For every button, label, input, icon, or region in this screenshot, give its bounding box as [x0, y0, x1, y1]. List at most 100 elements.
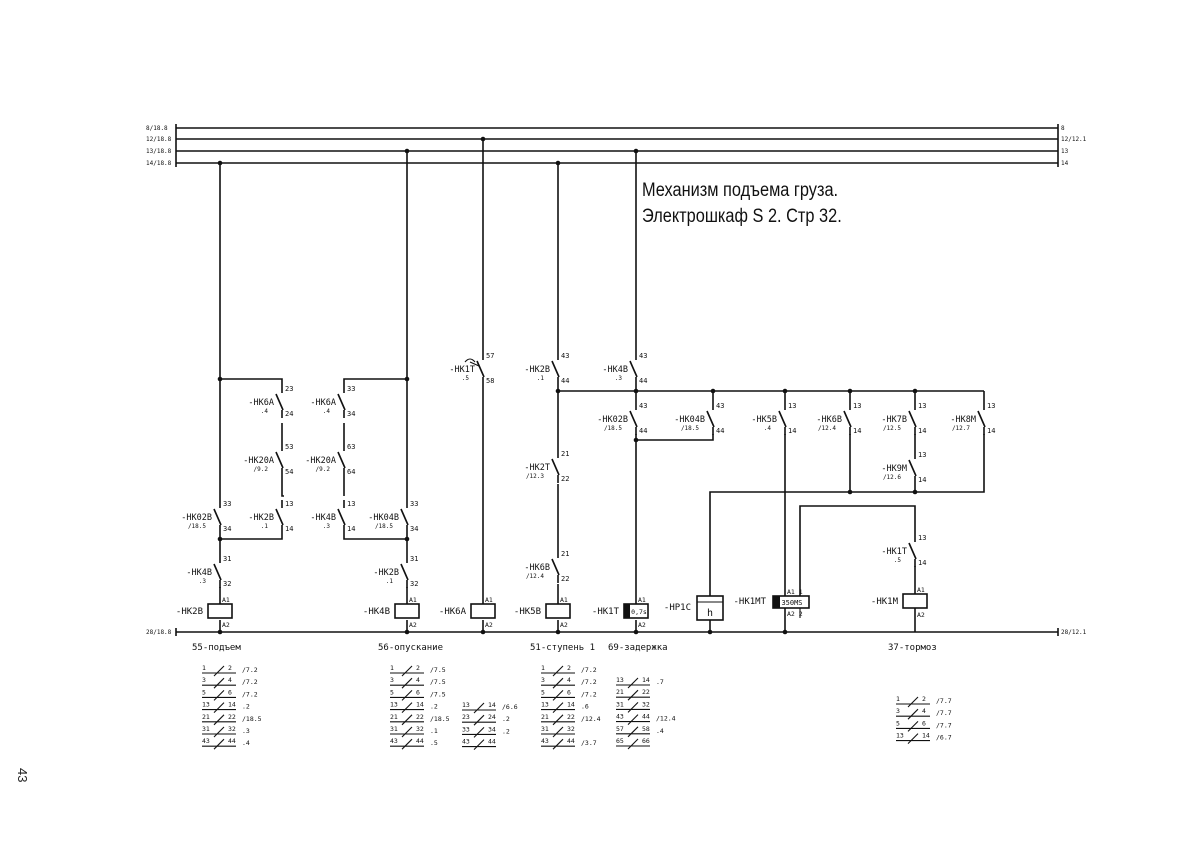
coil-delay-value: 0,7s	[631, 608, 647, 616]
xref-terminal-a: 65	[616, 737, 624, 745]
xref-terminal-b: 58	[642, 725, 650, 733]
xref-terminal-b: 14	[567, 701, 575, 709]
contact-name: -HK4B	[186, 568, 212, 578]
coil-name: -HK1MT	[733, 597, 766, 607]
xref-terminal-b: 14	[488, 701, 496, 709]
contact-name: -HK6A	[248, 398, 274, 408]
xref-terminal-a: 1	[202, 664, 206, 672]
bus-label-right: 14	[1061, 160, 1069, 167]
coil-name: -HK4B	[363, 607, 390, 617]
coil-terminal: A2	[409, 621, 417, 629]
contact-reference: .5	[462, 375, 470, 382]
xref-terminal-b: 44	[567, 737, 575, 745]
xref-reference: .6	[581, 703, 589, 711]
xref-terminal-b: 32	[416, 725, 424, 733]
xref-terminal-b: 44	[488, 738, 496, 746]
contact-reference: .3	[615, 375, 623, 382]
coil-terminal: A2	[222, 621, 230, 629]
xref-reference: /7.2	[581, 690, 597, 698]
coil-terminal: A2 2	[787, 610, 803, 618]
xref-reference: /3.7	[581, 739, 597, 747]
contact-name: -HK5B	[751, 415, 777, 425]
coil-terminal: A2	[560, 621, 568, 629]
terminal-number: 43	[561, 352, 569, 360]
terminal-number: 13	[853, 402, 861, 410]
xref-row: 1 2/7.5	[390, 664, 446, 677]
coil-terminal: A2	[638, 621, 646, 629]
coil-name: -HK5B	[514, 607, 541, 617]
xref-terminal-b: 32	[228, 725, 236, 733]
terminal-number: 14	[918, 559, 926, 567]
terminal-number: 23	[285, 385, 293, 393]
xref-reference: .2	[242, 703, 250, 711]
coil-terminal: A1 1	[787, 588, 803, 596]
contact-reference: /18.5	[375, 523, 393, 530]
xref-reference: /7.5	[430, 666, 446, 674]
terminal-number: 53	[285, 443, 293, 451]
contact-name: -HK1T	[881, 547, 907, 557]
bus-label-right: 28/12.1	[1061, 629, 1087, 636]
coil-terminal: A1	[638, 596, 646, 604]
xref-terminal-b: 14	[642, 676, 650, 684]
xref-terminal-a: 13	[202, 701, 210, 709]
contact-name: -HK20A	[243, 456, 274, 466]
terminal-number: 58	[486, 377, 494, 385]
xref-terminal-a: 57	[616, 725, 624, 733]
terminal-number: 13	[918, 534, 926, 542]
xref-terminal-b: 4	[567, 676, 571, 684]
xref-reference: /6.6	[502, 703, 518, 711]
coil-name: -HK2B	[176, 607, 203, 617]
contact-reference: /18.5	[188, 523, 206, 530]
circuit-label-delay: 69-задержка	[608, 643, 668, 653]
circuit-labels: 55-подъем 56-опускание 51-ступень 1 69-з…	[192, 643, 937, 653]
xref-terminal-a: 5	[541, 688, 545, 696]
xref-terminal-b: 44	[416, 737, 424, 745]
contact-reference: /12.3	[526, 473, 544, 480]
terminal-number: 63	[347, 443, 355, 451]
contact-name: -HK6B	[524, 563, 550, 573]
bus-label-right: 13	[1061, 148, 1069, 155]
xref-terminal-a: 13	[390, 701, 398, 709]
xref-terminal-a: 1	[390, 664, 394, 672]
xref-terminal-b: 2	[416, 664, 420, 672]
xref-reference: .2	[502, 715, 510, 723]
terminal-number: 43	[639, 352, 647, 360]
contact-name: -HK2B	[524, 365, 550, 375]
xref-terminal-b: 24	[488, 713, 496, 721]
coil-terminal: A1	[485, 596, 493, 604]
terminal-number: 14	[788, 427, 796, 435]
contact-name: -HK6A	[310, 398, 336, 408]
xref-reference: .1	[430, 727, 438, 735]
coil-terminal: A1	[560, 596, 568, 604]
terminal-number: 21	[561, 450, 569, 458]
terminal-number: 34	[223, 525, 231, 533]
contact-reference: .3	[323, 523, 331, 530]
xref-terminal-a: 21	[541, 713, 549, 721]
